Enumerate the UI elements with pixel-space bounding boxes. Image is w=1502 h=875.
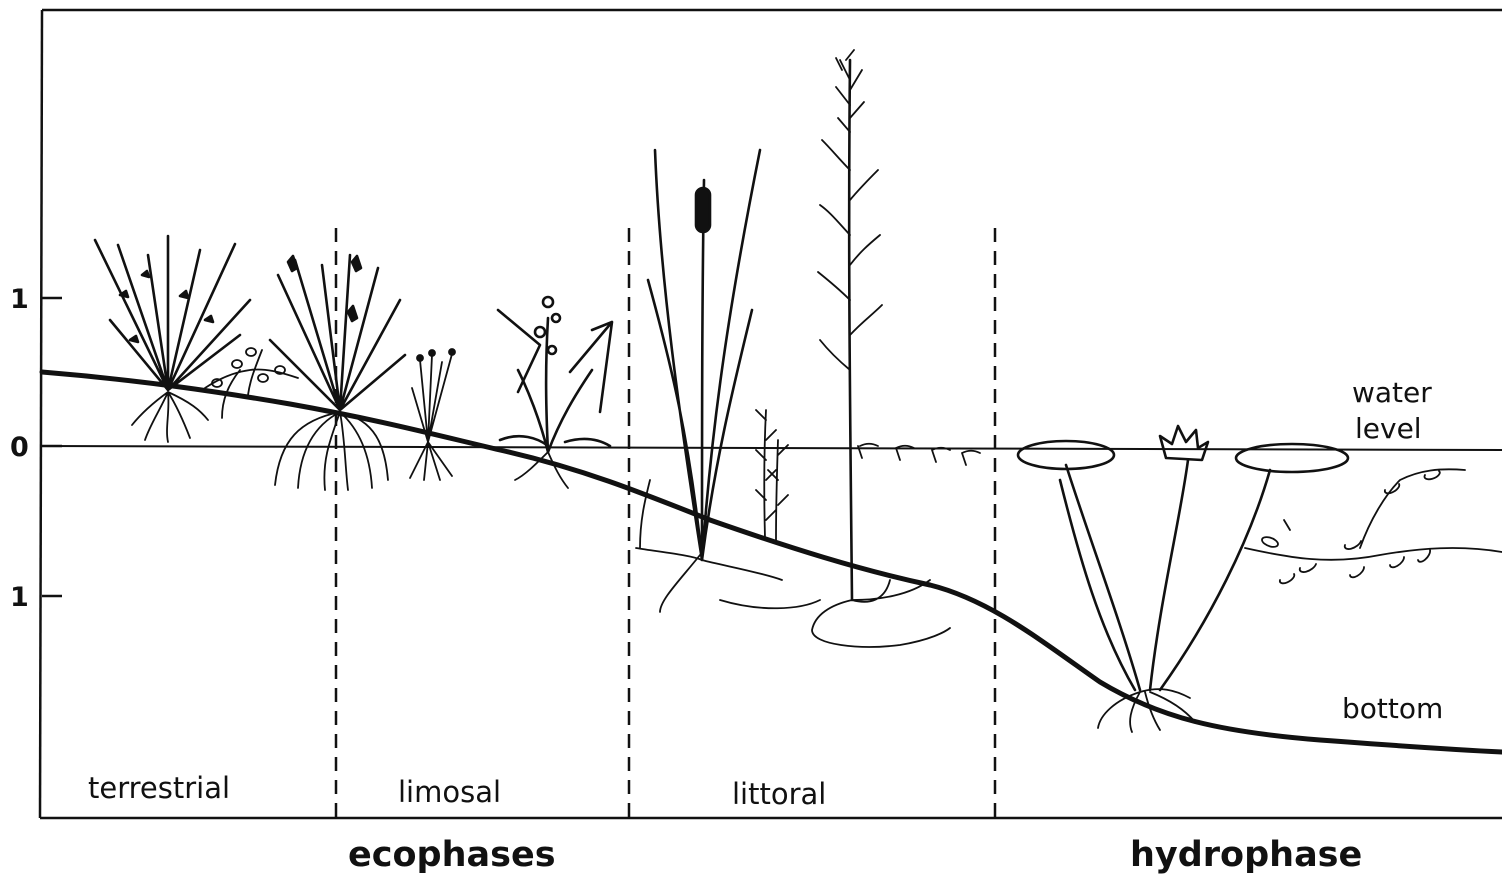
water-level-label-line2: level: [1355, 412, 1422, 445]
phase-label-ecophases: ecophases: [348, 835, 556, 875]
cattail-plant-icon: [636, 150, 820, 612]
water-level-label-line1: water: [1352, 376, 1432, 409]
floating-seedlings-icon: [858, 444, 980, 465]
creeping-herb-icon: [205, 348, 298, 418]
bottom-profile-line: [42, 372, 1502, 752]
zone-label-limosal: limosal: [398, 775, 501, 809]
pondweed-icon: [1245, 469, 1502, 583]
y-tick-label-lower: 1: [10, 582, 29, 613]
zone-label-littoral: littoral: [732, 777, 826, 811]
water-level-line: [42, 446, 1502, 450]
water-lily-icon: [1018, 426, 1348, 732]
zone-label-terrestrial: terrestrial: [88, 771, 230, 805]
rush-plant-icon: [95, 236, 250, 442]
submerged-plant-icon: [756, 410, 788, 540]
phase-label-hydrophase: hydrophase: [1130, 835, 1362, 875]
y-tick-label-upper: 1: [10, 284, 29, 315]
bottom-label: bottom: [1342, 692, 1443, 725]
zone-dividers: [336, 228, 995, 818]
y-axis-line: [40, 10, 42, 818]
spike-rush-icon: [410, 349, 455, 480]
diagram-frame: [40, 10, 1502, 818]
y-tick-label-zero: 0: [10, 432, 29, 463]
sedge-plant-icon: [270, 255, 405, 490]
arrowhead-plant-icon: [498, 297, 612, 488]
